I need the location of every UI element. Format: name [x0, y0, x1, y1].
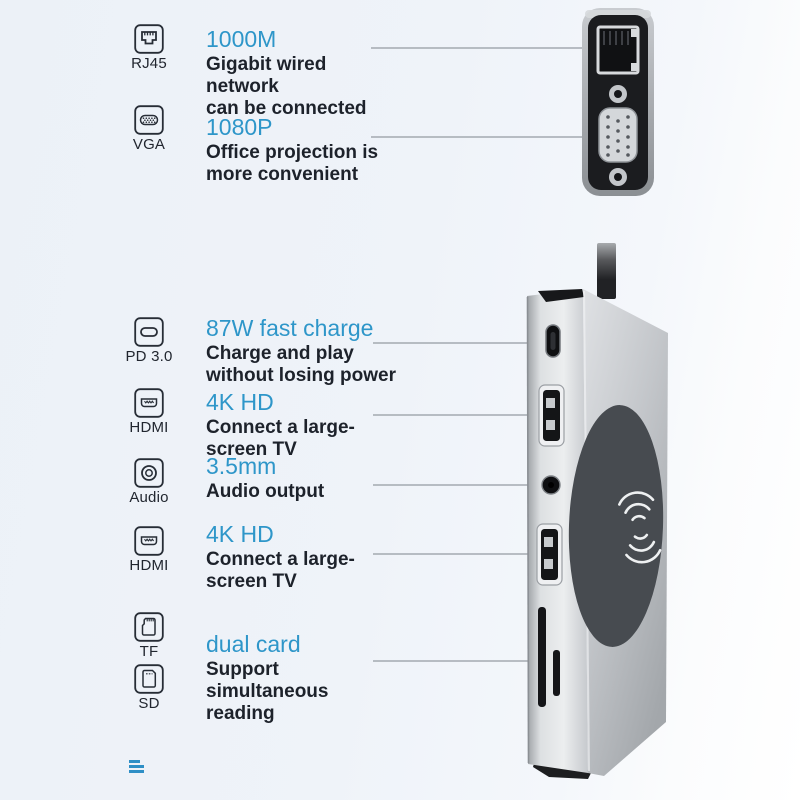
usb-c-pd-icon	[134, 317, 164, 347]
hdmi-port-2	[536, 523, 563, 586]
icon-label-rj45: RJ45	[131, 55, 167, 72]
feature-audio: 3.5mm Audio output	[206, 453, 396, 503]
vga-port-icon	[134, 105, 164, 135]
vga-port	[598, 107, 638, 163]
tf-card-icon	[134, 612, 164, 642]
feature-desc-line: screen TV	[206, 439, 297, 460]
rj45-port	[596, 25, 640, 75]
icon-label-audio: Audio	[129, 489, 169, 506]
icon-label-pd: PD 3.0	[125, 348, 173, 365]
feature-desc-line: Connect a large-	[206, 417, 355, 438]
feature-headline: 3.5mm	[206, 453, 277, 479]
feature-desc-line: without losing power	[206, 365, 396, 386]
feature-headline: 1000M	[206, 26, 277, 52]
feature-desc-line: Audio output	[206, 481, 325, 502]
sd-card-icon	[134, 664, 164, 694]
feature-desc-line: Charge and play	[206, 343, 354, 364]
feature-pd: 87W fast charge Charge and play without …	[206, 315, 396, 387]
screw-hole	[609, 85, 627, 103]
wireless-charging-pad	[568, 405, 664, 647]
feature-headline: 1080P	[206, 114, 273, 140]
hdmi-port-1	[538, 384, 565, 447]
feature-desc-line: more convenient	[206, 164, 359, 185]
audio-jack-icon	[134, 458, 164, 488]
hdmi-port-icon	[134, 388, 164, 418]
feature-desc-line: screen TV	[206, 571, 297, 592]
feature-desc-line: Connect a large-	[206, 549, 355, 570]
icon-label-vga: VGA	[132, 136, 166, 153]
feature-headline: 4K HD	[206, 389, 274, 415]
hdmi-port-icon	[134, 526, 164, 556]
rj45-port-icon	[134, 24, 164, 54]
feature-rj45: 1000M Gigabit wired network can be conne…	[206, 26, 396, 120]
feature-desc-line: can be connected	[206, 98, 367, 119]
feature-hdmi2: 4K HD Connect a large- screen TV	[206, 521, 396, 593]
hub-end-photo	[582, 8, 654, 196]
leader-lines	[371, 47, 589, 662]
icon-label-hdmi1: HDMI	[129, 419, 169, 436]
usb-cable	[597, 243, 616, 299]
cable-base	[538, 289, 584, 302]
tf-card-slot	[553, 650, 560, 696]
icon-label-sd: SD	[138, 695, 160, 712]
icon-label-tf: TF	[139, 643, 159, 660]
feature-hdmi1: 4K HD Connect a large- screen TV	[206, 389, 396, 461]
sd-card-slot	[538, 607, 546, 707]
feature-vga: 1080P Office projection is more convenie…	[206, 114, 396, 186]
feature-desc-line: simultaneous reading	[206, 681, 329, 724]
audio-jack-port	[541, 475, 561, 495]
usb-c-port	[545, 324, 561, 358]
feature-desc-line: Support	[206, 659, 279, 680]
feature-headline: dual card	[206, 631, 301, 657]
feature-desc-line: Gigabit wired network	[206, 54, 327, 97]
feature-headline: 4K HD	[206, 521, 274, 547]
icon-label-hdmi2: HDMI	[129, 557, 169, 574]
brand-logo-mark	[129, 760, 145, 774]
screw-hole	[609, 168, 627, 186]
feature-desc-line: Office projection is	[206, 142, 379, 163]
hub-device-photo	[526, 289, 668, 779]
feature-headline: 87W fast charge	[206, 315, 374, 341]
feature-cards: dual card Support simultaneous reading	[206, 631, 396, 725]
